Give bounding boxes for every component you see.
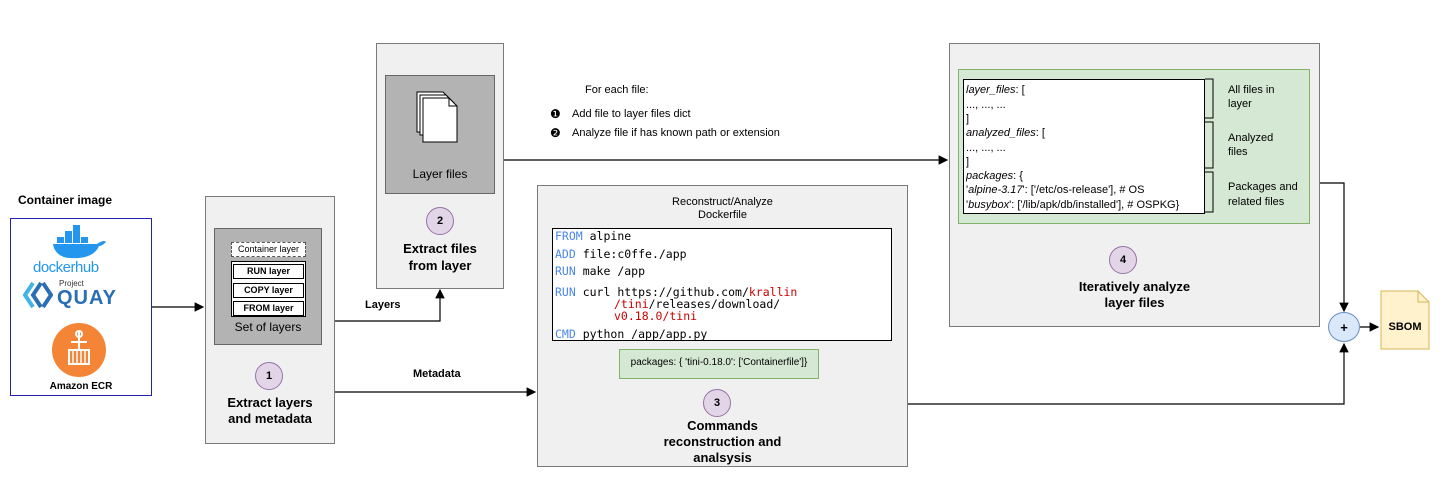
for-each-heading: For each file:: [585, 84, 649, 96]
code-line-6: v0.18.0/tini: [614, 309, 697, 323]
note1-line2: layer: [1228, 98, 1252, 110]
for-each-item2: Analyze file if has known path or extens…: [572, 127, 780, 139]
arrow-step3-to-merge: [908, 342, 1349, 405]
alpine-value: : ['/etc/os-release'], # OS: [1024, 184, 1145, 196]
step2-number: 2: [426, 207, 454, 235]
code-line-1: FROM alpine: [555, 229, 631, 243]
arrow-step4-to-merge: [1320, 182, 1349, 313]
code-text-1: alpine: [582, 229, 632, 243]
note3-line1: Packages and: [1228, 181, 1298, 193]
step4-dict-box: [963, 79, 1205, 214]
step2-title-line1: Extract files: [403, 241, 477, 256]
code-red-4: krallin: [748, 285, 798, 299]
step3-title-line1: Commands: [687, 418, 758, 433]
note3-line2: related files: [1228, 196, 1285, 208]
dockerfile-code-box: [552, 228, 892, 341]
dict-open-1: : [: [1015, 84, 1025, 96]
layer-files-key: layer_files: [966, 84, 1016, 96]
dict-line-8: 'alpine-3.17': ['/etc/os-release'], # OS: [966, 184, 1145, 196]
dict-line-1: layer_files: [: [966, 83, 1025, 97]
alpine-key: alpine-3.17: [968, 184, 1023, 196]
code-line-3: RUN make /app: [555, 264, 645, 278]
dict-open-3: : {: [1013, 170, 1023, 182]
code-line-2: ADD file:c0ffe./app: [555, 247, 687, 261]
step4-title-line1: Iteratively analyze: [1078, 279, 1191, 294]
container-image-title: Container image: [18, 193, 113, 207]
dict-line-6: ]: [966, 156, 970, 168]
layer-files-label: Layer files: [412, 167, 468, 181]
code-line-7: CMD python /app/app.py: [555, 327, 707, 341]
code-red-6: v0.18.0/tini: [614, 309, 698, 323]
code-text-3: make /app: [575, 264, 646, 278]
busybox-value: : ['/lib/apk/db/installed'], # OSPKG}: [1011, 199, 1180, 211]
arrow-layers: [335, 288, 445, 322]
code-text-5: /releases/download/: [648, 297, 781, 311]
docker-whale-icon: [53, 225, 106, 259]
code-kw-run2: RUN: [555, 285, 576, 299]
code-kw-run1: RUN: [555, 264, 576, 278]
note2-line2: files: [1228, 146, 1248, 158]
code-kw-add: ADD: [555, 247, 576, 261]
analyzed-files-key: analyzed_files: [966, 127, 1036, 139]
note2-line1: Analyzed: [1228, 132, 1274, 144]
step2-title-line2: from layer: [408, 258, 472, 273]
step3-header-line2: Dockerfile: [698, 209, 747, 221]
amazon-ecr-icon: [52, 323, 106, 377]
quay-label: QUAY: [57, 287, 117, 309]
run-layer-box: RUN layer: [233, 264, 304, 279]
sbom-label: SBOM: [1388, 321, 1422, 333]
quay-logo-icon: [23, 281, 53, 309]
busybox-key: busybox: [968, 199, 1010, 211]
step3-header-line1: Reconstruct/Analyze: [672, 196, 773, 208]
code-line-4: RUN curl https://github.com/krallin: [555, 285, 797, 299]
ecr-label: Amazon ECR: [49, 381, 113, 392]
quay-project-label: Project: [59, 279, 84, 288]
sbom-document-icon: [1380, 290, 1430, 350]
packages-text: packages: { 'tini-0.18.0': ['Containerfi…: [630, 357, 808, 368]
dict-open-2: : [: [1035, 127, 1045, 139]
packages-box: [619, 349, 819, 379]
set-of-layers-label: Set of layers: [234, 320, 302, 334]
dict-line-5: ..., ..., ...: [966, 142, 1006, 154]
step3-title-line3: analsysis: [693, 450, 752, 465]
step4-title-line2: layer files: [1104, 295, 1165, 310]
step4-number: 4: [1109, 246, 1137, 274]
dict-line-3: ]: [966, 113, 970, 125]
for-each-item1-marker: ❶: [550, 107, 561, 121]
dict-line-4: analyzed_files: [: [966, 126, 1045, 140]
packages-key: packages: [966, 170, 1014, 182]
merge-node: +: [1328, 312, 1360, 342]
container-layer-box: Container layer: [231, 242, 306, 257]
code-line-5: /tini/releases/download/: [614, 297, 780, 311]
step1-title-line2: and metadata: [228, 411, 312, 426]
step1-number: 1: [255, 362, 283, 390]
code-text-7: python /app/app.py: [575, 327, 708, 341]
note1-line1: All files in: [1228, 84, 1275, 96]
copy-layer-box: COPY layer: [233, 283, 304, 298]
edge-label-layers: Layers: [365, 299, 401, 311]
step3-title-line2: reconstruction and: [663, 434, 782, 449]
code-kw-cmd: CMD: [555, 327, 576, 341]
dict-line-2: ..., ..., ...: [966, 99, 1006, 111]
edge-label-metadata: Metadata: [413, 368, 461, 380]
step1-title-line1: Extract layers: [227, 395, 313, 410]
note-brackets: [1205, 78, 1214, 213]
dict-line-7: packages: {: [966, 169, 1023, 183]
container-image-box: dockerhub Project QUAY Amazon ECR: [10, 218, 152, 396]
code-text-2: file:c0ffe./app: [575, 247, 687, 261]
code-red-5: /tini: [614, 297, 649, 311]
step3-number: 3: [703, 389, 731, 417]
from-layer-box: FROM layer: [233, 301, 304, 316]
code-kw-from: FROM: [555, 229, 583, 243]
for-each-item1: Add file to layer files dict: [572, 108, 691, 120]
code-text-4: curl https://github.com/: [575, 285, 749, 299]
for-each-item2-marker: ❷: [550, 126, 561, 140]
dockerhub-label: dockerhub: [33, 259, 99, 276]
dict-line-9: 'busybox': ['/lib/apk/db/installed'], # …: [966, 199, 1180, 211]
files-icon: [416, 91, 458, 143]
